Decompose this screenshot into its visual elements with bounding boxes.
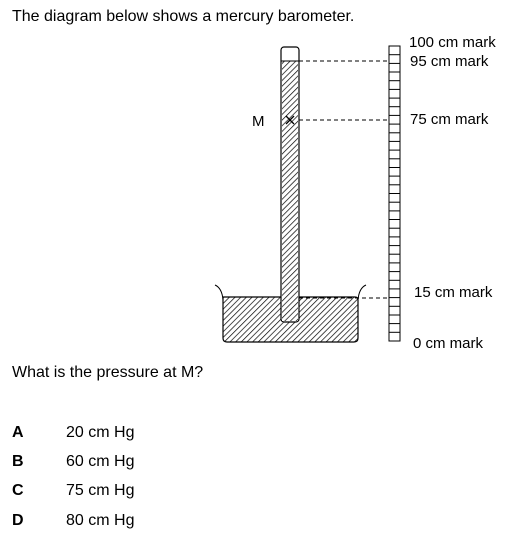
metre-rule <box>388 45 401 342</box>
intro-text: The diagram below shows a mercury barome… <box>12 8 355 25</box>
mark-label-0: 0 cm mark <box>413 335 484 352</box>
ruler-ticks <box>389 54 400 333</box>
option-text: 80 cm Hg <box>66 512 135 529</box>
option-letter: B <box>12 453 24 470</box>
option-letter: C <box>12 482 24 499</box>
option-text: 75 cm Hg <box>66 482 135 499</box>
question-text: What is the pressure at M? <box>12 364 204 381</box>
mark-label-100: 100 cm mark <box>409 34 496 51</box>
mercury-column <box>282 61 298 321</box>
option-letter: A <box>12 424 24 441</box>
trough-rim-left <box>214 284 224 301</box>
mark-label-75: 75 cm mark <box>410 111 489 128</box>
barometer-diagram: M 100 cm mark 95 cm mark 75 cm mark 15 c… <box>214 34 496 352</box>
point-m-label: M <box>252 113 265 130</box>
option-d[interactable]: D 80 cm Hg <box>12 512 232 534</box>
mark-label-15: 15 cm mark <box>414 284 493 301</box>
option-text: 20 cm Hg <box>66 424 135 441</box>
option-c[interactable]: C 75 cm Hg <box>12 482 232 504</box>
point-m-cross-icon <box>285 115 295 125</box>
option-text: 60 cm Hg <box>66 453 135 470</box>
mark-label-95: 95 cm mark <box>410 53 489 70</box>
option-a[interactable]: A 20 cm Hg <box>12 424 232 446</box>
option-letter: D <box>12 512 24 529</box>
option-b[interactable]: B 60 cm Hg <box>12 453 232 475</box>
